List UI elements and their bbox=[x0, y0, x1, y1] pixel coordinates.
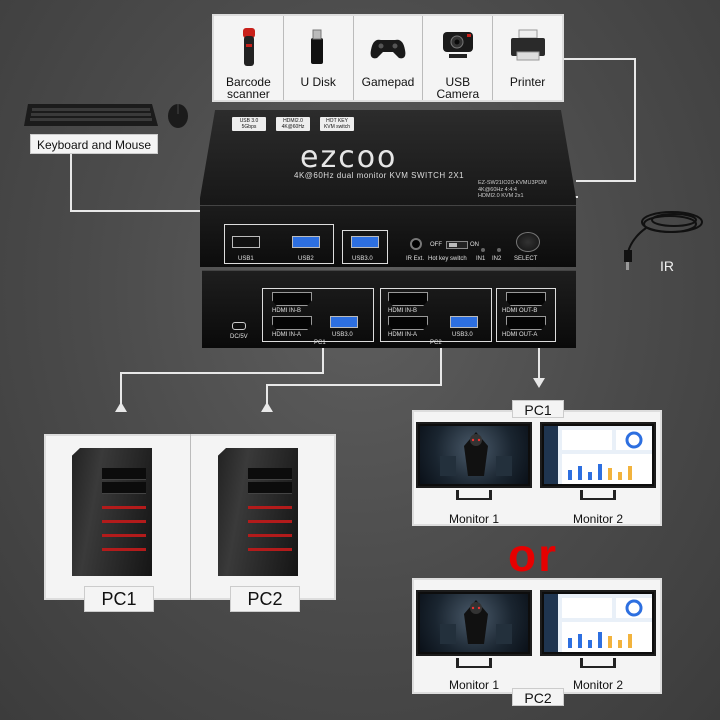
pc2-input-outline bbox=[380, 288, 492, 342]
select-button[interactable] bbox=[516, 232, 540, 252]
peripheral-label: Barcode scanner bbox=[226, 75, 271, 101]
on-label: ON bbox=[470, 242, 479, 248]
usb1-label: USB1 bbox=[238, 256, 254, 262]
pc1-usb30-label: USB3.0 bbox=[332, 332, 353, 338]
pc2-hdmi-b-port[interactable] bbox=[388, 292, 428, 306]
monitor-2-screen bbox=[540, 422, 656, 488]
in1-led bbox=[481, 248, 485, 252]
hotkey-label: Hot key switch bbox=[428, 256, 467, 262]
in2-label: IN2 bbox=[492, 256, 502, 262]
pc2-hdmi-b-label: HDMI IN-B bbox=[388, 308, 417, 314]
spec-tag-hotkey: HOT KEY KVM switch bbox=[320, 117, 354, 131]
spec-tag-hdmi: HDMI2.0 4K@60Hz bbox=[276, 117, 310, 131]
pc1-hdmi-a-port[interactable] bbox=[272, 316, 312, 330]
monitor-1-label: Monitor 1 bbox=[448, 678, 500, 692]
ir-cable-icon bbox=[624, 211, 703, 270]
dc-label: DC/5V bbox=[230, 334, 248, 340]
kvm-model: EZ-SW21IO20-KVMU3PDM 4K@60Hz 4:4:4 HDMI2… bbox=[478, 180, 547, 199]
monitor-1-screen bbox=[416, 422, 532, 488]
pc1-hdmi-b-label: HDMI IN-B bbox=[272, 308, 301, 314]
peripheral-u-disk: U Disk bbox=[284, 16, 354, 100]
pc1-usb30-port[interactable] bbox=[330, 316, 358, 328]
keyboard-mouse-label: Keyboard and Mouse bbox=[30, 134, 158, 154]
brand-logo: ezcoo bbox=[300, 140, 398, 175]
hdmi-out-a-port[interactable] bbox=[506, 316, 546, 330]
or-text: or bbox=[508, 529, 558, 581]
webcam-icon bbox=[442, 32, 473, 58]
hotkey-switch[interactable] bbox=[446, 241, 468, 249]
pc2-usb30-label: USB3.0 bbox=[452, 332, 473, 338]
usb30-front-port[interactable] bbox=[351, 236, 379, 248]
select-label: SELECT bbox=[514, 256, 538, 262]
pc1-hdmi-b-port[interactable] bbox=[272, 292, 312, 306]
monitor-2-label: Monitor 2 bbox=[572, 678, 624, 692]
monitor-2-screen bbox=[540, 590, 656, 656]
dc-power-port[interactable] bbox=[232, 322, 246, 330]
printer-icon bbox=[510, 29, 545, 61]
hdmi-out-b-label: HDMI OUT-B bbox=[502, 308, 538, 314]
kvm-back-panel bbox=[202, 270, 576, 348]
gamepad-icon bbox=[370, 39, 406, 59]
monitor-group-title: PC2 bbox=[512, 688, 564, 706]
usb1-port[interactable] bbox=[232, 236, 260, 248]
pc2-back-label: PC2 bbox=[430, 340, 442, 346]
pc1-back-label: PC1 bbox=[314, 340, 326, 346]
in1-label: IN1 bbox=[476, 256, 486, 262]
ir-ext-jack[interactable] bbox=[410, 238, 422, 250]
output-outline bbox=[496, 288, 556, 342]
pc1-tower-icon bbox=[72, 448, 152, 576]
pc2-hdmi-a-label: HDMI IN-A bbox=[388, 332, 417, 338]
usb-group-outline bbox=[224, 224, 334, 264]
monitor-group-title: PC1 bbox=[512, 400, 564, 418]
hdmi-out-b-port[interactable] bbox=[506, 292, 546, 306]
keyboard-icon bbox=[24, 104, 158, 126]
pc1-hdmi-a-label: HDMI IN-A bbox=[272, 332, 301, 338]
kvm-subtitle: 4K@60Hz dual monitor KVM SWITCH 2X1 bbox=[294, 171, 465, 180]
monitor-1-label: Monitor 1 bbox=[448, 512, 500, 526]
peripheral-label: Gamepad bbox=[361, 75, 415, 89]
monitor-1-screen bbox=[416, 590, 532, 656]
barcode-scanner-icon bbox=[243, 28, 256, 66]
pc2-hdmi-a-port[interactable] bbox=[388, 316, 428, 330]
ir-label: IR bbox=[660, 258, 674, 274]
peripheral-gamepad: Gamepad bbox=[354, 16, 424, 100]
usb2-port[interactable] bbox=[292, 236, 320, 248]
monitor-stand bbox=[580, 490, 616, 500]
kvm-front-panel bbox=[200, 205, 576, 267]
peripheral-usb-camera: USB Camera bbox=[423, 16, 494, 101]
peripheral-printer: Printer bbox=[493, 16, 562, 100]
peripheral-barcode-scanner: Barcode scanner bbox=[214, 16, 284, 100]
off-label: OFF bbox=[430, 242, 442, 248]
pc2-usb30-port[interactable] bbox=[450, 316, 478, 328]
pc-divider bbox=[190, 434, 191, 600]
monitor-stand bbox=[456, 490, 492, 500]
pc1-label: PC1 bbox=[84, 586, 154, 612]
usb30-front-label: USB3.0 bbox=[352, 256, 373, 262]
pc1-input-outline bbox=[262, 288, 374, 342]
pc2-label: PC2 bbox=[230, 586, 300, 612]
spec-tag-usb: USB 3.0 5Gbps bbox=[232, 117, 266, 131]
monitor-stand bbox=[580, 658, 616, 668]
monitor-2-label: Monitor 2 bbox=[572, 512, 624, 526]
pc2-tower-icon bbox=[218, 448, 298, 576]
peripheral-label: Printer bbox=[509, 75, 546, 89]
usb-disk-icon bbox=[311, 29, 324, 64]
usb2-label: USB2 bbox=[298, 256, 314, 262]
ir-ext-label: IR Ext. bbox=[406, 256, 425, 262]
peripheral-label: U Disk bbox=[300, 75, 336, 89]
hdmi-out-a-label: HDMI OUT-A bbox=[502, 332, 538, 338]
peripheral-label: USB Camera bbox=[436, 75, 480, 101]
in2-led bbox=[497, 248, 501, 252]
mouse-icon bbox=[168, 104, 188, 128]
peripherals-panel: Barcode scanner U Disk Gamepad USB Camer… bbox=[212, 14, 564, 102]
usb30-outline bbox=[342, 230, 388, 264]
monitor-stand bbox=[456, 658, 492, 668]
